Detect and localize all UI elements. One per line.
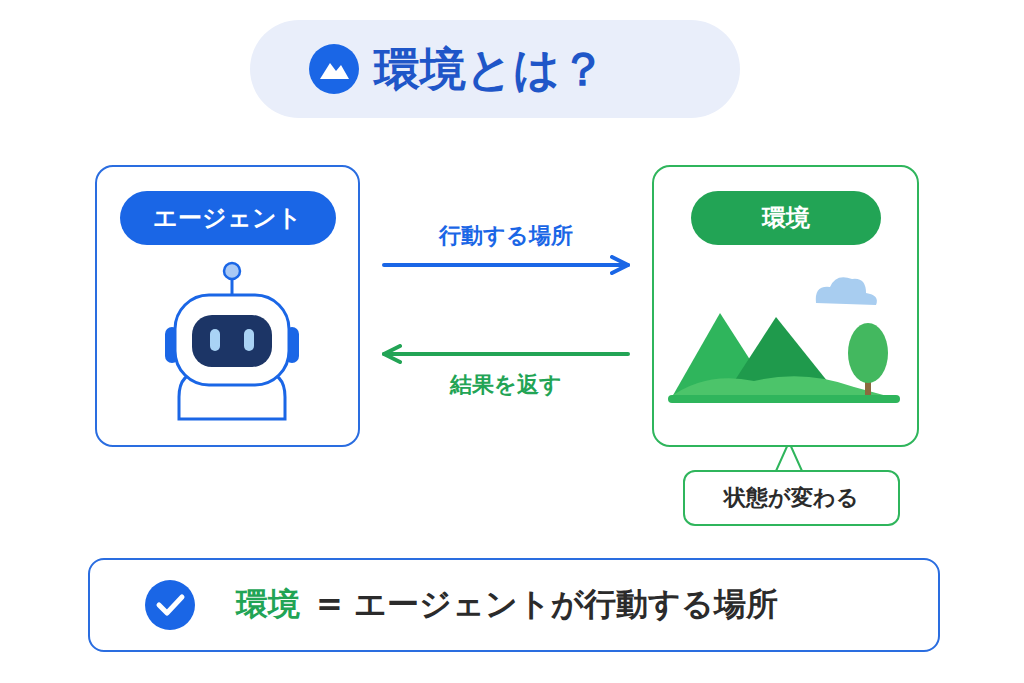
- arrow-label: 行動する場所: [435, 221, 577, 251]
- callout-text: 状態が変わる: [724, 483, 859, 513]
- environment-label: 環境: [691, 191, 881, 245]
- arrow-label: 結果を返す: [446, 370, 566, 400]
- check-mark: [159, 597, 182, 613]
- definition-term: 環境: [236, 583, 300, 627]
- state-callout: 状態が変わる: [683, 470, 900, 526]
- definition-body: = エージェントが行動する場所: [316, 583, 778, 627]
- title-text: 環境とは？: [374, 40, 1024, 98]
- mountain-glyph: [320, 63, 349, 79]
- flow-arrow: [384, 263, 628, 267]
- flow-arrow: [384, 352, 628, 356]
- agent-box: エージェント: [95, 165, 360, 447]
- check-icon: [145, 580, 195, 630]
- agent-label: エージェント: [120, 191, 336, 245]
- environment-box: 環境: [652, 165, 919, 447]
- definition-box: 環境 = エージェントが行動する場所: [88, 558, 940, 652]
- mountain-icon: [309, 44, 359, 94]
